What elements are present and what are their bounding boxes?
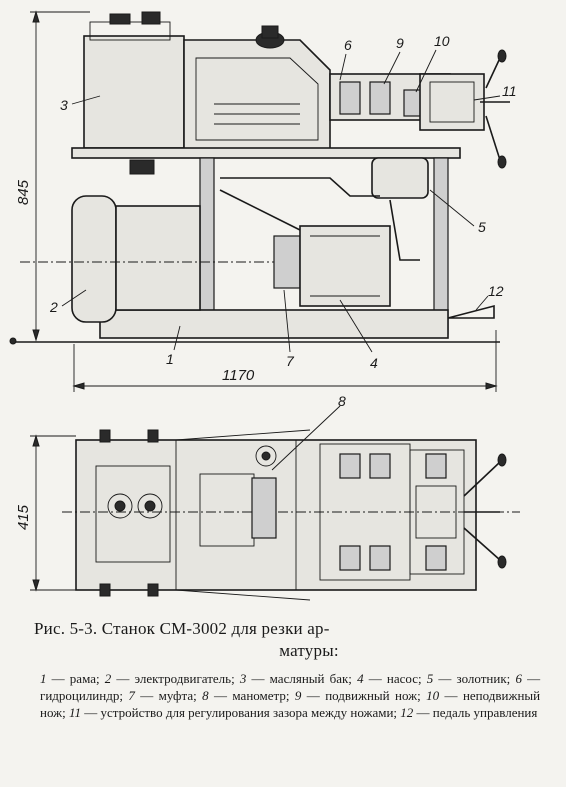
legend-item: 2 — электродвигатель; bbox=[105, 671, 235, 686]
legend-text: муфта; bbox=[158, 688, 197, 703]
caption-line-2: матуры: bbox=[279, 641, 339, 660]
callout-2: 2 bbox=[49, 299, 58, 315]
callout-4: 4 bbox=[370, 355, 378, 371]
legend-dash: — bbox=[301, 688, 326, 703]
legend-number: 9 bbox=[294, 688, 302, 703]
legend-text: педаль управления bbox=[432, 705, 538, 720]
legend-item: 9 — подвижный нож; bbox=[295, 688, 421, 703]
legend-dash: — bbox=[81, 705, 101, 720]
legend-item: 8 — манометр; bbox=[202, 688, 289, 703]
legend-dash: — bbox=[413, 705, 433, 720]
machine-drawing: 8 4 5 bbox=[9, 10, 520, 601]
legend-item: 4 — насос; bbox=[357, 671, 422, 686]
legend-number: 7 bbox=[128, 688, 135, 703]
figure-legend: 1 — рама; 2 — электродвигатель; 3 — масл… bbox=[40, 670, 540, 721]
legend-text: насос; bbox=[386, 671, 422, 686]
legend-dash: — bbox=[433, 671, 457, 686]
legend-text: неподвижный нож; bbox=[40, 688, 541, 720]
callout-6: 6 bbox=[344, 37, 352, 53]
legend-item: 3 — масляный бак; bbox=[240, 671, 352, 686]
callout-9: 9 bbox=[396, 35, 404, 51]
legend-dash: — bbox=[111, 671, 135, 686]
callout-1: 1 bbox=[166, 351, 174, 367]
callout-11: 11 bbox=[502, 83, 517, 99]
legend-text: подвижный нож; bbox=[325, 688, 421, 703]
legend-text: рама; bbox=[69, 671, 100, 686]
caption-line-1: Рис. 5-3. Станок СМ-3002 для резки ар- bbox=[34, 619, 330, 638]
legend-dash: — bbox=[521, 671, 541, 686]
legend-text: электродвигатель; bbox=[134, 671, 235, 686]
legend-text: масляный бак; bbox=[269, 671, 352, 686]
legend-dash: — bbox=[246, 671, 270, 686]
legend-text: золотник; bbox=[456, 671, 511, 686]
legend-item: 11 — устройство для регулирования зазора… bbox=[69, 705, 397, 720]
legend-number: 2 bbox=[104, 671, 112, 686]
dim-length: 1170 bbox=[222, 367, 255, 384]
legend-number: 8 bbox=[202, 688, 209, 703]
legend-number: 10 bbox=[426, 688, 440, 703]
legend-item: 12 — педаль управления bbox=[400, 705, 537, 720]
callout-10: 10 bbox=[434, 33, 450, 49]
legend-number: 5 bbox=[426, 671, 434, 686]
dim-height-top: 415 bbox=[15, 504, 32, 530]
legend-dash: — bbox=[208, 688, 233, 703]
callout-8: 8 bbox=[338, 393, 346, 409]
legend-number: 12 bbox=[400, 705, 414, 720]
legend-text: гидроцилиндр; bbox=[40, 688, 123, 703]
legend-text: манометр; bbox=[232, 688, 290, 703]
top-view: 415 bbox=[15, 393, 520, 601]
legend-number: 1 bbox=[40, 671, 47, 686]
legend-number: 4 bbox=[357, 671, 364, 686]
legend-dash: — bbox=[439, 688, 463, 703]
legend-text: устройство для регулирования зазора межд… bbox=[100, 705, 398, 720]
dim-height-side: 845 bbox=[15, 179, 32, 205]
legend-item: 10 — неподвижный нож; bbox=[40, 688, 540, 720]
callout-7: 7 bbox=[286, 353, 295, 369]
legend-item: 1 — рама; bbox=[40, 671, 100, 686]
legend-item: 7 — муфта; bbox=[128, 688, 196, 703]
legend-item: 5 — золотник; bbox=[427, 671, 511, 686]
legend-dash: — bbox=[363, 671, 387, 686]
callout-3: 3 bbox=[60, 97, 68, 113]
legend-dash: — bbox=[46, 671, 70, 686]
legend-dash: — bbox=[134, 688, 159, 703]
legend-item: 6 — гидроцилиндр; bbox=[40, 671, 540, 703]
figure-caption: Рис. 5-3. Станок СМ-3002 для резки ар- м… bbox=[34, 618, 544, 662]
legend-number: 3 bbox=[239, 671, 247, 686]
callout-12: 12 bbox=[488, 283, 504, 299]
side-view: 845 bbox=[9, 10, 517, 392]
callout-5: 5 bbox=[478, 219, 486, 235]
legend-number: 6 bbox=[515, 671, 522, 686]
legend-number: 11 bbox=[68, 705, 82, 720]
